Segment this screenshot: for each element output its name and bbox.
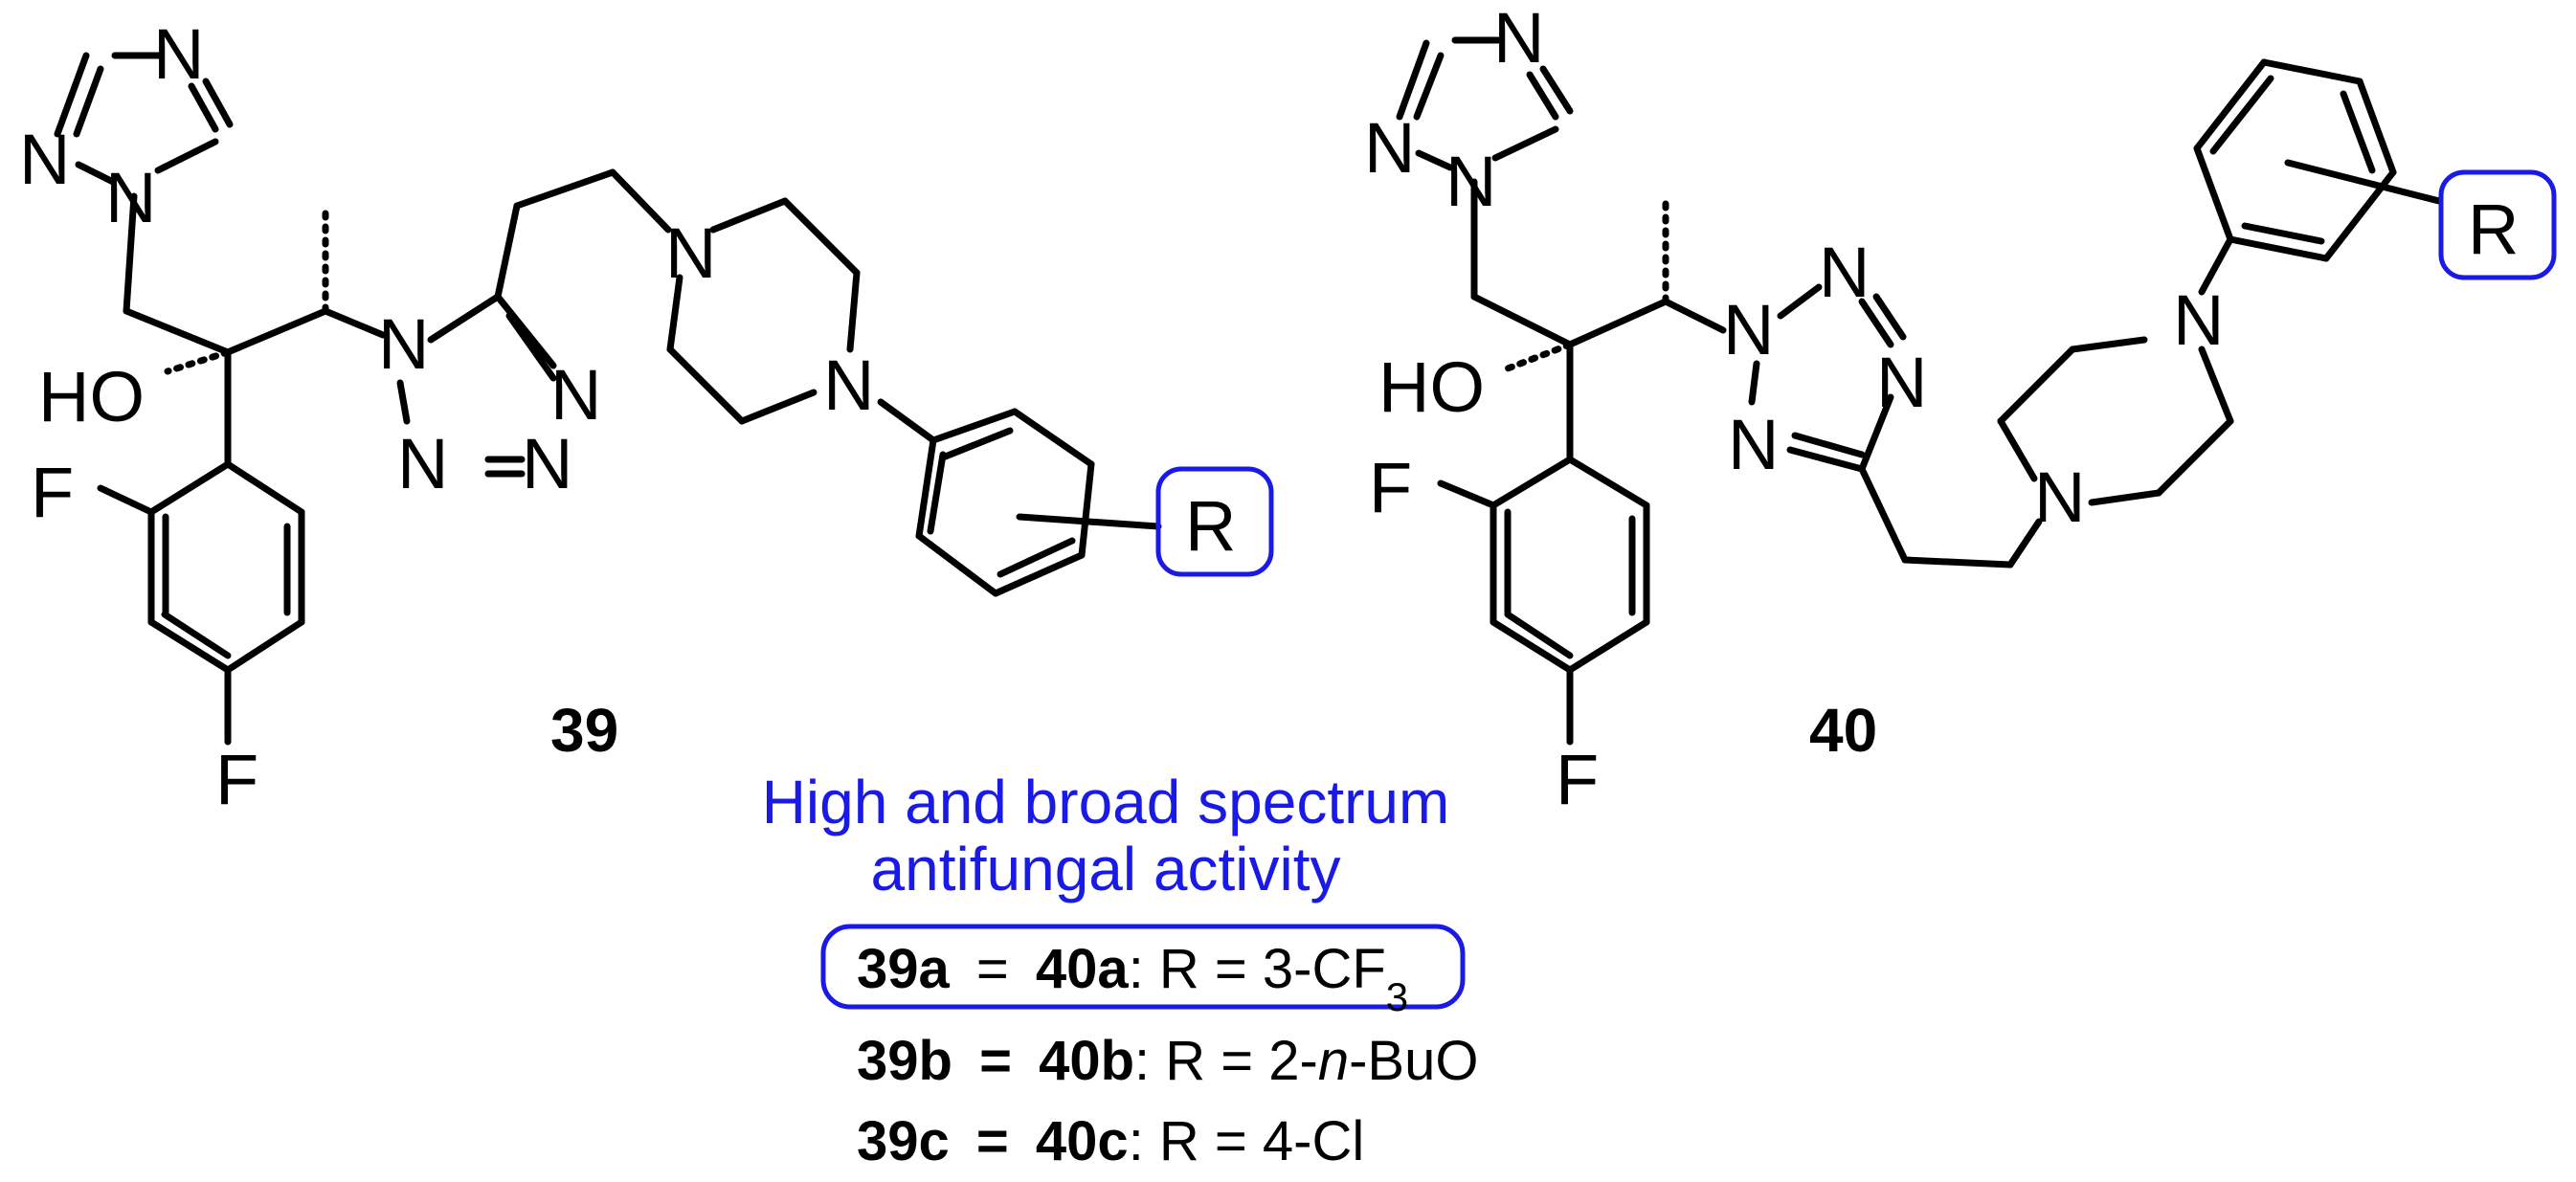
structure-39: [54, 52, 1274, 746]
compound-label-39: 39: [550, 696, 618, 765]
atom-n-40-tetrazole-3: N: [1819, 233, 1870, 312]
atom-n-40-tetrazole-2: N: [1723, 290, 1774, 369]
compound-label-40: 40: [1809, 696, 1877, 765]
atom-fluoro-40-ortho: F: [1369, 448, 1412, 527]
atom-fluoro-40-para: F: [1556, 740, 1599, 819]
atom-n-39-piperazine-1: N: [665, 213, 716, 293]
atom-n-39-tetrazole-3: N: [522, 424, 572, 503]
atom-n-39-triazole-4: N: [153, 14, 204, 94]
atom-substituent-40: R: [2468, 190, 2519, 269]
atom-n-39-piperazine-4: N: [823, 346, 874, 425]
atom-n-40-triazole-2: N: [1364, 108, 1415, 188]
atom-n-39-tetrazole-4: N: [397, 424, 448, 503]
atom-n-39-tetrazole-1: N: [378, 304, 429, 384]
atom-hydroxyl-39: HO: [38, 357, 145, 436]
atom-hydroxyl-40: HO: [1378, 347, 1485, 427]
substituent-row-39c: 39c = 40c: R = 4-Cl: [857, 1110, 1364, 1172]
atom-substituent-39: R: [1185, 486, 1236, 566]
atom-n-39-triazole-2: N: [19, 120, 70, 199]
substituent-row-39a: 39a = 40a: R = 3-CF3: [857, 938, 1408, 1019]
activity-note-line-1: High and broad spectrum: [762, 768, 1450, 836]
atom-fluoro-39-ortho: F: [31, 453, 74, 532]
atom-n-40-piperazine-4: N: [2034, 457, 2085, 537]
atom-fluoro-39-para: F: [215, 740, 258, 819]
atom-n-40-triazole-1: N: [1445, 142, 1496, 221]
structure-40: [1396, 36, 2557, 746]
activity-note-line-2: antifungal activity: [871, 835, 1341, 903]
substituent-box-40: [2438, 169, 2557, 280]
highlight-box-39a-40a: [820, 924, 1466, 1010]
atom-n-39-triazole-1: N: [105, 158, 156, 237]
substituent-row-39b: 39b = 40b: R = 2-n-BuO: [857, 1030, 1478, 1092]
atom-n-40-tetrazole-4: N: [1876, 343, 1927, 422]
atom-n-40-tetrazole-1: N: [1728, 405, 1779, 484]
atom-n-40-triazole-4: N: [1493, 0, 1544, 78]
atom-n-39-tetrazole-2: N: [550, 355, 601, 435]
substituent-box-39: [1155, 466, 1274, 577]
atom-n-40-piperazine-1: N: [2173, 280, 2224, 360]
